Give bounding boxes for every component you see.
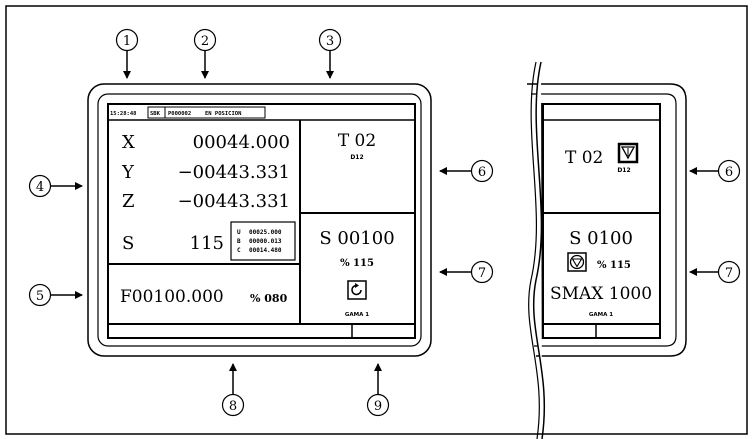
callout-6-left-number: 6 bbox=[478, 165, 486, 180]
callout-2-number: 2 bbox=[201, 34, 209, 49]
aux-b-label: B bbox=[237, 238, 241, 245]
right-spindle-value: S 0100 bbox=[569, 228, 633, 249]
status-mode: SBK bbox=[150, 111, 161, 117]
axis-x-value: 00044.000 bbox=[193, 132, 290, 153]
right-spindle-override: % 115 bbox=[597, 260, 631, 271]
callout-4: 4 bbox=[28, 174, 83, 198]
callout-9: 9 bbox=[366, 363, 390, 417]
tool-offset: D12 bbox=[350, 154, 363, 161]
callout-9-number: 9 bbox=[374, 399, 382, 414]
aux-axes-box bbox=[230, 221, 296, 261]
tool-down-arrow-icon bbox=[617, 142, 639, 164]
callout-3-number: 3 bbox=[326, 34, 334, 49]
tool-label: T 02 bbox=[338, 131, 376, 151]
right-spindle-range: GAMA 1 bbox=[589, 312, 613, 318]
left-monitor: 15:28:48 SBK P000002 EN POSICION X 00044… bbox=[87, 83, 432, 357]
callout-6-left: 6 bbox=[439, 159, 494, 183]
right-spindle-smax: SMAX 1000 bbox=[550, 284, 652, 304]
callout-1-number: 1 bbox=[123, 34, 131, 49]
status-time: 15:28:48 bbox=[110, 111, 137, 117]
spindle-override: % 115 bbox=[340, 258, 374, 269]
axis-y-label: Y bbox=[121, 162, 135, 183]
status-program: P000002 bbox=[168, 111, 191, 117]
callout-8: 8 bbox=[221, 363, 245, 417]
axis-z-value: −00443.331 bbox=[178, 191, 290, 212]
right-monitor: T 02 D12 S 0100 % 115 SMAX 1000 GAMA 1 bbox=[527, 61, 687, 439]
right-screen bbox=[541, 103, 661, 339]
callout-5: 5 bbox=[28, 283, 83, 307]
aux-b-value: 00000.013 bbox=[249, 238, 282, 245]
callout-4-number: 4 bbox=[36, 180, 44, 195]
callout-8-number: 8 bbox=[229, 399, 237, 414]
right-tool-offset: D12 bbox=[617, 167, 630, 174]
feed-override: % 080 bbox=[250, 292, 288, 305]
aux-u-value: 00025.000 bbox=[249, 229, 282, 236]
callout-2: 2 bbox=[193, 28, 217, 79]
aux-c-value: 00014.480 bbox=[249, 247, 282, 254]
spindle-row-value: 115 bbox=[190, 233, 224, 254]
axis-y-value: −00443.331 bbox=[178, 162, 290, 183]
callout-7-right: 7 bbox=[689, 260, 741, 284]
callout-6-right: 6 bbox=[689, 159, 741, 183]
status-state: EN POSICION bbox=[205, 111, 241, 117]
feed-value: F00100.000 bbox=[120, 287, 224, 307]
callout-7-left: 7 bbox=[439, 260, 494, 284]
spindle-value: S 00100 bbox=[319, 228, 394, 249]
spindle-rotation-icon bbox=[347, 280, 367, 300]
axis-z-label: Z bbox=[122, 191, 135, 212]
aux-c-label: C bbox=[237, 247, 241, 254]
callout-6-right-number: 6 bbox=[725, 165, 733, 180]
spindle-stop-icon bbox=[567, 252, 587, 272]
callout-7-right-number: 7 bbox=[725, 266, 733, 281]
aux-u-label: U bbox=[237, 229, 241, 236]
break-line bbox=[532, 61, 546, 439]
axis-x-label: X bbox=[122, 132, 135, 153]
right-tool-label: T 02 bbox=[565, 148, 603, 168]
callout-7-left-number: 7 bbox=[478, 266, 486, 281]
spindle-range: GAMA 1 bbox=[345, 312, 369, 318]
callout-3: 3 bbox=[318, 28, 342, 79]
callout-1: 1 bbox=[115, 28, 139, 79]
callout-5-number: 5 bbox=[36, 289, 44, 304]
spindle-row-label: S bbox=[122, 233, 134, 254]
